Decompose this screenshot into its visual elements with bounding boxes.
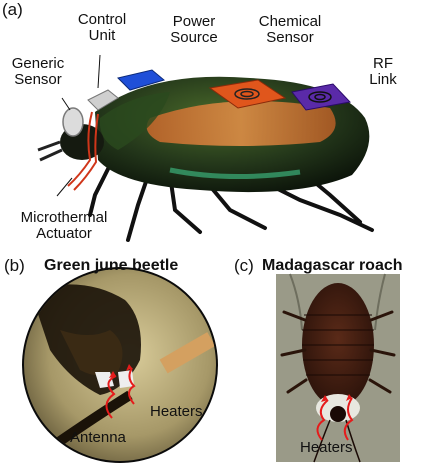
panel-c-photo (276, 274, 400, 462)
power-source-label: Power Source (158, 14, 230, 46)
microthermal-actuator-label: Microthermal Actuator (4, 210, 124, 242)
rf-link-label-line2: Link (358, 72, 408, 88)
generic-sensor-label-line1: Generic (2, 56, 74, 72)
microthermal-actuator-label-line1: Microthermal (4, 210, 124, 226)
rf-link-label: RF Link (358, 56, 408, 88)
power-source-label-line1: Power (158, 14, 230, 30)
generic-sensor-chip (63, 108, 83, 136)
chemical-sensor-label-line1: Chemical (248, 14, 332, 30)
panel-b-tag: (b) (4, 258, 25, 274)
panel-b-title: Green june beetle (44, 258, 178, 274)
beetle-mandible (38, 142, 62, 160)
panel-b-antenna-label: Antenna (70, 430, 126, 446)
chemical-sensor-label: Chemical Sensor (248, 14, 332, 46)
control-unit-label-line1: Control (66, 12, 138, 28)
generic-sensor-label-line2: Sensor (2, 72, 74, 88)
panel-a-tag: (a) (2, 2, 23, 18)
panel-c-tag: (c) (234, 258, 254, 274)
microthermal-actuator-label-line2: Actuator (4, 226, 124, 242)
chemical-sensor-label-line2: Sensor (248, 30, 332, 46)
generic-sensor-label: Generic Sensor (2, 56, 74, 88)
power-source-label-line2: Source (158, 30, 230, 46)
panel-c-heaters-label: Heaters (300, 440, 353, 456)
control-unit-label: Control Unit (66, 12, 138, 44)
panel-c-title: Madagascar roach (262, 258, 403, 274)
rf-link-label-line1: RF (358, 56, 408, 72)
control-unit-label-line2: Unit (66, 28, 138, 44)
panel-b-heaters-label: Heaters (150, 404, 203, 420)
